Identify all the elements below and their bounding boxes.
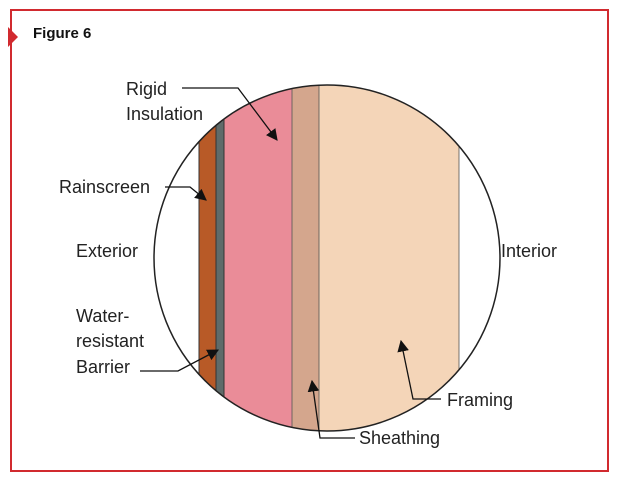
rainscreen-layer — [199, 85, 216, 431]
rigid-insulation-layer — [224, 85, 292, 431]
leader-sheathing — [307, 379, 355, 439]
leader-framing — [397, 339, 441, 400]
sheathing-layer — [292, 85, 319, 431]
section-circle-outline — [153, 84, 501, 432]
wall-layers — [198, 85, 460, 431]
label-wrb-line2: resistant — [76, 331, 144, 351]
label-wrb-line1: Water- — [76, 306, 129, 326]
leader-rainscreen — [165, 186, 207, 201]
label-rigid-line2: Insulation — [126, 104, 203, 124]
water-resistant-barrier-layer — [216, 85, 224, 431]
label-framing: Framing — [447, 390, 513, 410]
framing-layer — [319, 85, 459, 431]
figure-marker-icon — [8, 27, 18, 47]
label-rainscreen: Rainscreen — [59, 177, 150, 197]
label-rigid-line1: Rigid — [126, 79, 167, 99]
label-sheathing: Sheathing — [359, 428, 440, 448]
label-wrb-line3: Barrier — [76, 357, 130, 377]
leader-wrb — [140, 349, 220, 372]
label-interior: Interior — [501, 241, 557, 261]
figure-title: Figure 6 — [33, 25, 92, 42]
leader-rigid-insulation — [182, 87, 278, 141]
label-exterior: Exterior — [76, 241, 138, 261]
